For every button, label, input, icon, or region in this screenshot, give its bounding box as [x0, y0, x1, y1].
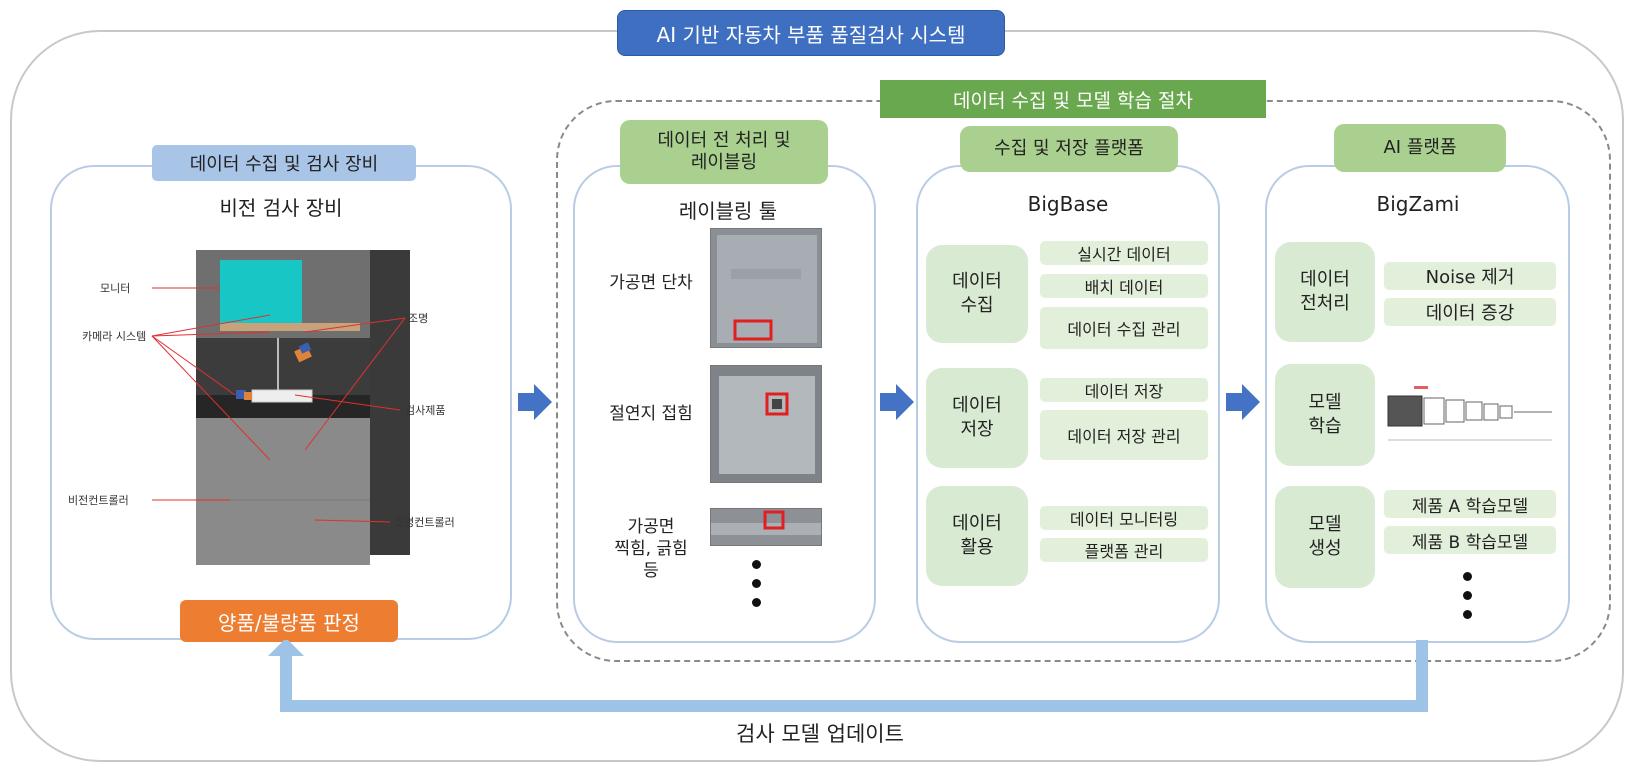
defect-highlight-scratch: [763, 510, 785, 530]
feedback-label: 검사 모델 업데이트: [736, 722, 904, 746]
cabinet-side: [370, 250, 410, 555]
callout-vision-controller: 비전컨트롤러: [68, 494, 129, 507]
storage-item: 실시간 데이터: [1040, 241, 1208, 265]
verdict-box: 양품/불량품 판정: [180, 600, 398, 642]
defect-highlight-fold: [765, 392, 789, 416]
ai-group-train-line2: 학습: [1308, 416, 1342, 437]
ai-group-train-line1: 모델: [1308, 391, 1342, 413]
ai-group-train: 모델 학습: [1275, 364, 1375, 466]
monitor-screen: [220, 260, 302, 328]
callout-camera: 카메라 시스템: [82, 330, 146, 343]
ai-header: AI 플랫폼: [1334, 124, 1506, 172]
ai-subtitle: BigZami: [1376, 192, 1460, 216]
defect-label-fold: 절연지 접힘: [609, 404, 693, 424]
storage-group-collect-line2: 수집: [960, 295, 994, 316]
right-arrow-icon: [1226, 384, 1260, 420]
defect-label-scratch: 가공면 찍힘, 긁힘 등: [596, 516, 706, 582]
callout-product: 검사제품: [405, 404, 445, 417]
equipment-header: 데이터 수집 및 검사 장비: [152, 145, 416, 181]
storage-header: 수집 및 저장 플랫폼: [960, 126, 1178, 172]
ai-group-generate: 모델 생성: [1275, 486, 1375, 588]
ai-item: Noise 제거: [1384, 262, 1556, 290]
storage-group-use: 데이터 활용: [926, 486, 1028, 586]
feedback-arrow-icon: [268, 640, 1428, 712]
storage-group-store-line2: 저장: [960, 419, 994, 440]
ellipsis-dots-icon: [752, 560, 761, 607]
defect-label-scratch-line3: 등: [643, 561, 659, 582]
right-arrow-icon: [518, 384, 552, 420]
defect-photo-step: [710, 228, 822, 348]
storage-group-use-line1: 데이터: [952, 512, 1002, 534]
storage-item: 배치 데이터: [1040, 274, 1208, 298]
ai-group-generate-line1: 모델: [1308, 513, 1342, 535]
chamber-floor: [196, 395, 370, 418]
ai-item: 제품 B 학습모델: [1384, 526, 1556, 554]
storage-group-store-line1: 데이터: [952, 394, 1002, 416]
cnn-architecture-diagram: [1387, 386, 1552, 441]
storage-subtitle: BigBase: [1027, 192, 1109, 216]
light-bar: [220, 323, 360, 331]
ai-group-generate-line2: 생성: [1308, 538, 1342, 559]
labeling-header: 데이터 전 처리 및 레이블링: [620, 120, 828, 184]
storage-item: 데이터 저장: [1040, 378, 1208, 402]
labeling-header-line2: 레이블링: [690, 152, 758, 173]
defect-photo-scratch: [710, 508, 822, 546]
storage-group-use-line2: 활용: [960, 537, 994, 558]
storage-group-collect-line1: 데이터: [952, 270, 1002, 292]
system-title: AI 기반 자동차 부품 품질검사 시스템: [617, 10, 1005, 56]
storage-item: 데이터 모니터링: [1040, 506, 1208, 530]
defect-highlight-step: [733, 319, 773, 341]
storage-item: 데이터 수집 관리: [1040, 307, 1208, 349]
callout-light-controller: 조명컨트롤러: [394, 516, 455, 529]
lower-cabinet: [196, 418, 370, 565]
defect-label-scratch-line1: 가공면: [627, 517, 675, 537]
ai-item: 데이터 증강: [1384, 298, 1556, 326]
storage-item: 데이터 저장 관리: [1040, 410, 1208, 460]
right-arrow-icon: [880, 384, 914, 420]
ai-item: 제품 A 학습모델: [1384, 490, 1556, 518]
storage-group-store: 데이터 저장: [926, 368, 1028, 468]
vision-machine-illustration: 모니터 카메라 시스템 조명 검사제품 비전컨트롤러 조명컨트롤러: [68, 250, 455, 565]
storage-group-collect: 데이터 수집: [926, 245, 1028, 343]
ai-group-preprocess-line1: 데이터: [1300, 268, 1350, 290]
ellipsis-dots-icon: [1463, 572, 1472, 619]
callout-lighting: 조명: [408, 312, 428, 325]
defect-photo-fold: [710, 365, 822, 483]
callout-monitor: 모니터: [100, 282, 130, 295]
process-header: 데이터 수집 및 모델 학습 절차: [880, 80, 1266, 118]
defect-label-scratch-line2: 찍힘, 긁힘: [614, 539, 688, 560]
labeling-header-line1: 데이터 전 처리 및: [657, 129, 791, 151]
ai-group-preprocess: 데이터 전처리: [1275, 242, 1375, 342]
defect-label-step: 가공면 단차: [609, 273, 693, 293]
storage-item: 플랫폼 관리: [1040, 538, 1208, 562]
equipment-subtitle: 비전 검사 장비: [219, 196, 343, 220]
ai-group-preprocess-line2: 전처리: [1300, 293, 1350, 314]
labeling-subtitle: 레이블링 툴: [678, 199, 778, 223]
